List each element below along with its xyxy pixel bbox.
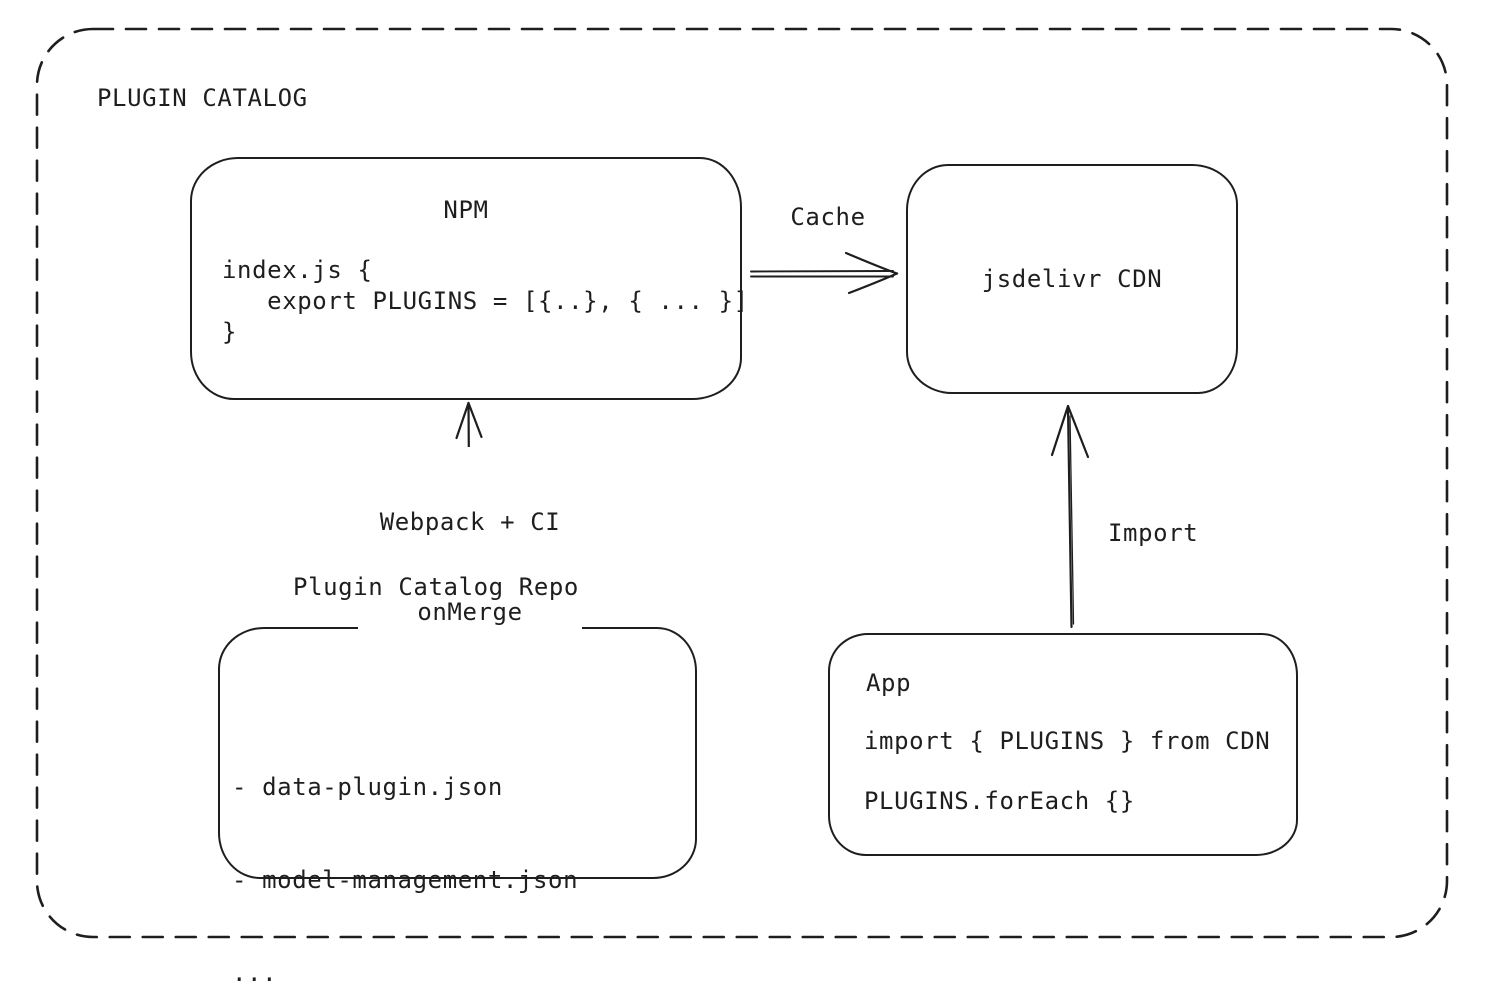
npm-code-line: export PLUGINS = [{..}, { ... }] <box>222 287 749 315</box>
app-code-line: PLUGINS.forEach {} <box>864 787 1135 815</box>
npm-node: NPM index.js { export PLUGINS = [{..}, {… <box>190 157 748 400</box>
repo-file-item: ... <box>232 959 278 987</box>
app-code-line: import { PLUGINS } from CDN <box>864 727 1271 755</box>
import-arrow-label: Import <box>1108 519 1199 547</box>
npm-code-line: } <box>222 318 238 346</box>
build-arrow-label-line: onMerge <box>417 598 523 626</box>
repo-file-list: - data-plugin.json - model-management.js… <box>232 710 578 1002</box>
cache-arrow-label: Cache <box>758 203 898 231</box>
build-arrow-label-line: Webpack + CI <box>379 508 561 536</box>
build-arrow-label: Webpack + CI onMerge <box>358 447 582 687</box>
app-node: App import { PLUGINS } from CDN PLUGINS.… <box>828 633 1298 856</box>
cdn-node-label: jsdelivr CDN <box>981 265 1163 293</box>
cache-arrow <box>750 251 899 295</box>
import-arrow <box>1050 404 1090 629</box>
repo-file-item: - data-plugin.json <box>232 773 503 801</box>
app-node-title: App <box>866 669 912 697</box>
cdn-node: jsdelivr CDN <box>906 164 1238 394</box>
repo-node-label: Plugin Catalog Repo <box>293 573 579 601</box>
repo-file-item: - model-management.json <box>232 866 579 894</box>
npm-node-title: NPM <box>443 196 489 224</box>
npm-code-line: index.js { <box>222 256 373 284</box>
diagram-title: PLUGIN CATALOG <box>97 84 308 112</box>
